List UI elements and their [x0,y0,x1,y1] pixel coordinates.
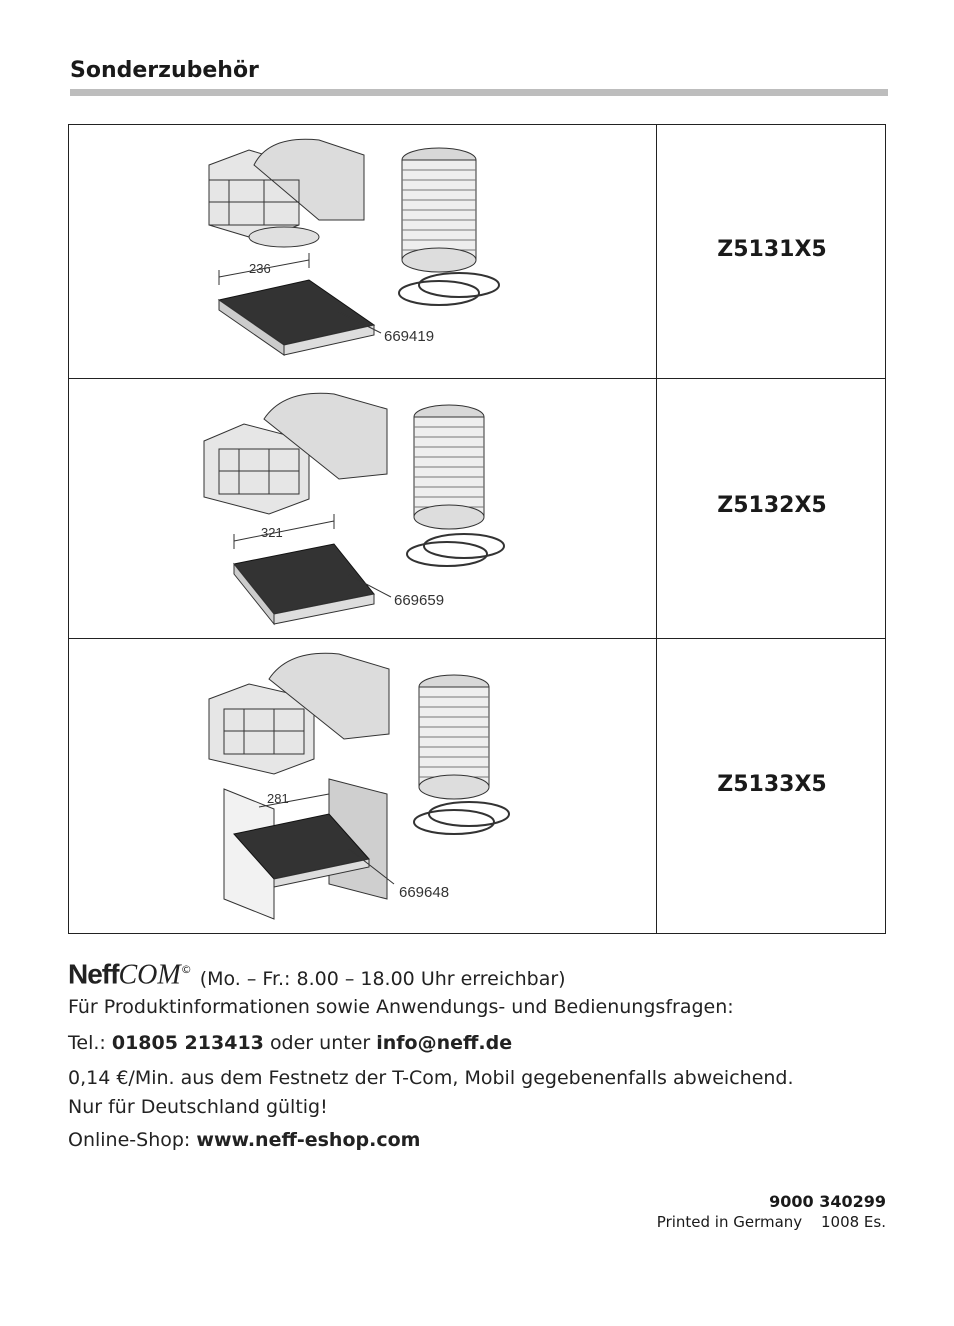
accessory-illustration: 236 669419 [208,138,500,356]
accessory-table: 236 669419 Z5131X5 [68,124,886,934]
part-number-label: 669419 [384,328,434,345]
part-number-label: 669648 [399,884,449,901]
shop-line: Online-Shop: www.neff-eshop.com [68,1129,421,1151]
accessory-row: 236 669419 Z5131X5 [69,125,885,379]
telephone-number[interactable]: 01805 213413 [111,1032,264,1054]
cost-line: 0,14 €/Min. aus dem Festnetz der T-Com, … [68,1067,794,1089]
info-line: Für Produktinformationen sowie Anwendung… [68,996,734,1018]
dimension-label: 236 [249,261,271,276]
accessory-row: 281 669648 Z5133X5 [69,639,885,935]
page-title: Sonderzubehör [70,58,259,83]
email-link[interactable]: info@neff.de [376,1032,513,1054]
hotline-hours: (Mo. – Fr.: 8.00 – 18.00 Uhr erreichbar) [199,968,566,991]
part-number-label: 669659 [394,592,444,609]
neffcom-logo: NeffCOM© [68,958,192,991]
model-number: Z5132X5 [717,493,827,518]
model-number: Z5133X5 [717,772,827,797]
dimension-label: 321 [261,525,283,540]
print-info: Printed in Germany 1008 Es. [656,1213,886,1231]
accessory-illustration: 281 669648 [208,652,510,920]
model-number: Z5131X5 [717,237,827,262]
telephone-line: Tel.: 01805 213413 oder unter info@neff.… [68,1032,513,1054]
accessory-illustration: 321 669659 [203,392,505,626]
shop-link[interactable]: www.neff-eshop.com [196,1129,421,1151]
title-divider [70,89,888,96]
validity-line: Nur für Deutschland gültig! [68,1096,328,1118]
dimension-label: 281 [267,791,289,806]
hotline-line: NeffCOM© (Mo. – Fr.: 8.00 – 18.00 Uhr er… [68,955,566,991]
accessory-row: 321 669659 Z5132X5 [69,379,885,639]
document-number: 9000 340299 [769,1192,886,1211]
